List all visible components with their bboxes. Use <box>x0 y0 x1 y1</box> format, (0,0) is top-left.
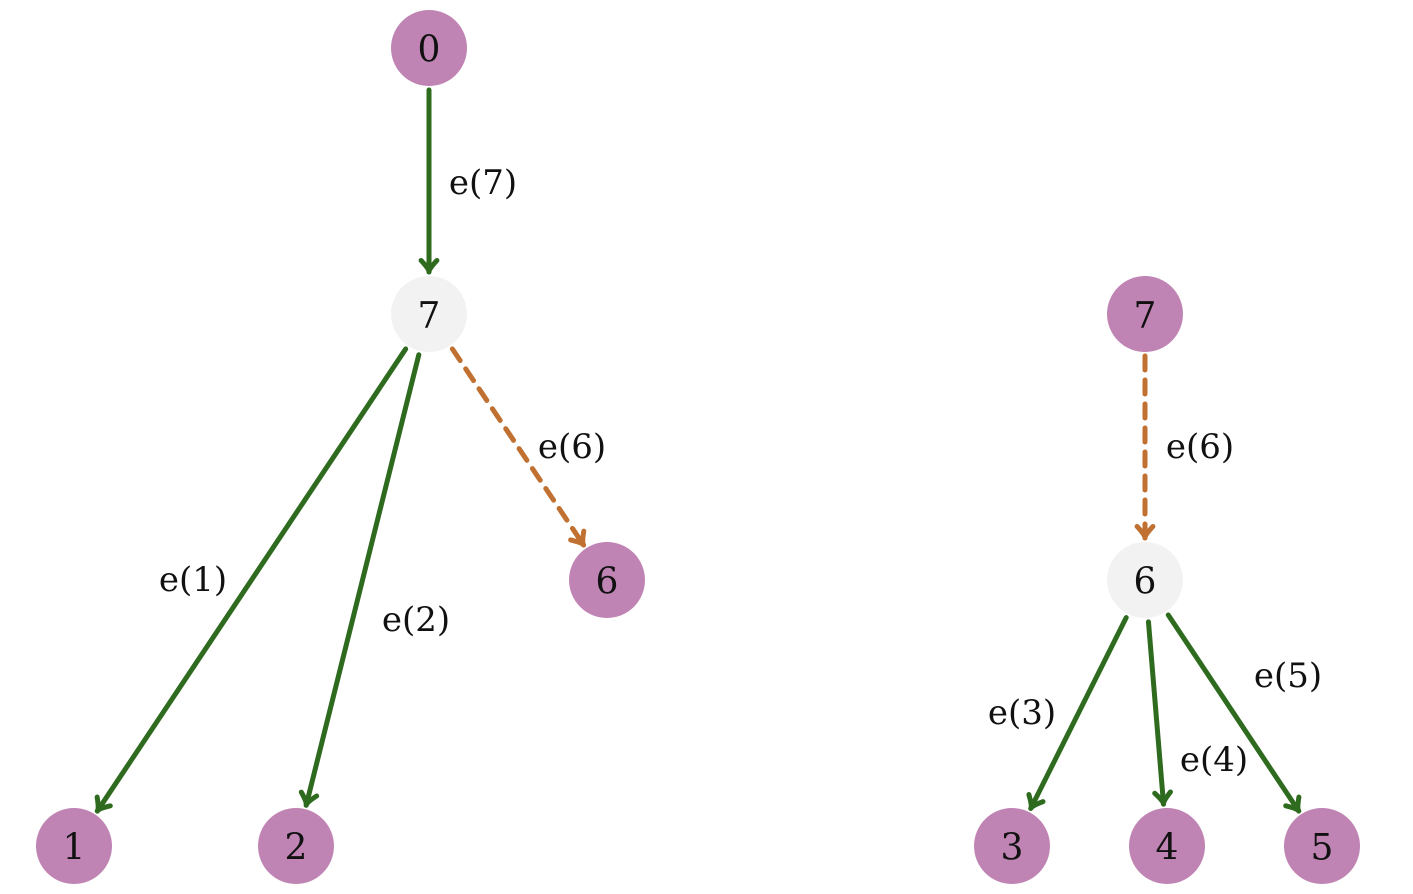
right-edge-line-6-3 <box>1028 615 1129 811</box>
right-arrowhead-6-4 <box>1152 789 1173 807</box>
right-node-3: 3 <box>974 808 1050 884</box>
left-node-circle-0 <box>391 10 467 86</box>
right-arrowhead-6-3 <box>1026 792 1046 811</box>
right-node-7: 7 <box>1107 276 1183 352</box>
right-node-circle-6 <box>1107 542 1183 618</box>
left-edge-label-7-6: e(6) <box>538 427 606 467</box>
right-node-label-5: 5 <box>1311 828 1334 869</box>
left-arrowhead-7-6 <box>568 528 587 548</box>
left-edge-line-7-6 <box>449 346 587 548</box>
left-arrowhead-0-7 <box>418 257 440 275</box>
right-edge-6-5 <box>1165 612 1302 814</box>
left-edge-label-0-7: e(7) <box>449 163 517 203</box>
left-arrowhead-7-2 <box>298 789 320 808</box>
left-node-1: 1 <box>36 808 112 884</box>
edges-layer <box>94 87 1302 814</box>
right-edge-7-6 <box>1134 353 1156 541</box>
left-edge-label-7-1: e(1) <box>159 560 227 600</box>
right-node-label-7: 7 <box>1134 296 1157 337</box>
left-arrowhead-7-1 <box>94 794 113 814</box>
right-node-circle-4 <box>1129 808 1205 884</box>
left-node-circle-2 <box>258 808 334 884</box>
left-node-label-6: 6 <box>596 562 619 603</box>
right-node-6: 6 <box>1107 542 1183 618</box>
nodes-layer: 0 7 6 1 2 7 6 3 4 5 <box>36 10 1360 884</box>
left-node-6: 6 <box>569 542 645 618</box>
left-node-0: 0 <box>391 10 467 86</box>
left-node-2: 2 <box>258 808 334 884</box>
left-edge-7-2 <box>298 352 422 808</box>
right-arrowhead-6-5 <box>1283 794 1302 814</box>
right-node-label-6: 6 <box>1134 562 1157 603</box>
left-node-label-7: 7 <box>418 296 441 337</box>
left-node-label-1: 1 <box>63 828 86 869</box>
left-edge-0-7 <box>418 87 440 275</box>
right-edge-line-6-4 <box>1145 619 1167 807</box>
left-node-label-2: 2 <box>285 828 308 869</box>
left-edge-7-6 <box>449 346 587 548</box>
left-edge-7-1 <box>94 346 409 814</box>
right-arrowhead-7-6 <box>1134 523 1156 541</box>
right-node-5: 5 <box>1284 808 1360 884</box>
right-node-circle-7 <box>1107 276 1183 352</box>
right-edge-6-3 <box>1026 615 1129 811</box>
left-node-7: 7 <box>391 276 467 352</box>
right-edge-label-7-6: e(6) <box>1166 427 1234 467</box>
right-node-label-3: 3 <box>1001 828 1024 869</box>
left-edge-label-7-2: e(2) <box>382 600 450 640</box>
left-node-circle-7 <box>391 276 467 352</box>
left-edge-line-7-1 <box>94 346 409 814</box>
left-node-label-0: 0 <box>418 30 441 71</box>
right-node-circle-3 <box>974 808 1050 884</box>
right-node-4: 4 <box>1129 808 1205 884</box>
left-edge-line-7-2 <box>303 352 422 808</box>
right-edge-label-6-3: e(3) <box>988 693 1056 733</box>
right-edge-line-6-5 <box>1165 612 1302 814</box>
right-edge-label-6-4: e(4) <box>1180 740 1248 780</box>
right-edge-label-6-5: e(5) <box>1254 656 1322 696</box>
right-node-label-4: 4 <box>1156 828 1179 869</box>
left-node-circle-6 <box>569 542 645 618</box>
edge-labels-layer: e(7) e(1) e(2) e(6) e(6) e(3) e(4) e(5) <box>159 163 1322 780</box>
left-node-circle-1 <box>36 808 112 884</box>
right-edge-6-4 <box>1145 619 1173 807</box>
right-node-circle-5 <box>1284 808 1360 884</box>
